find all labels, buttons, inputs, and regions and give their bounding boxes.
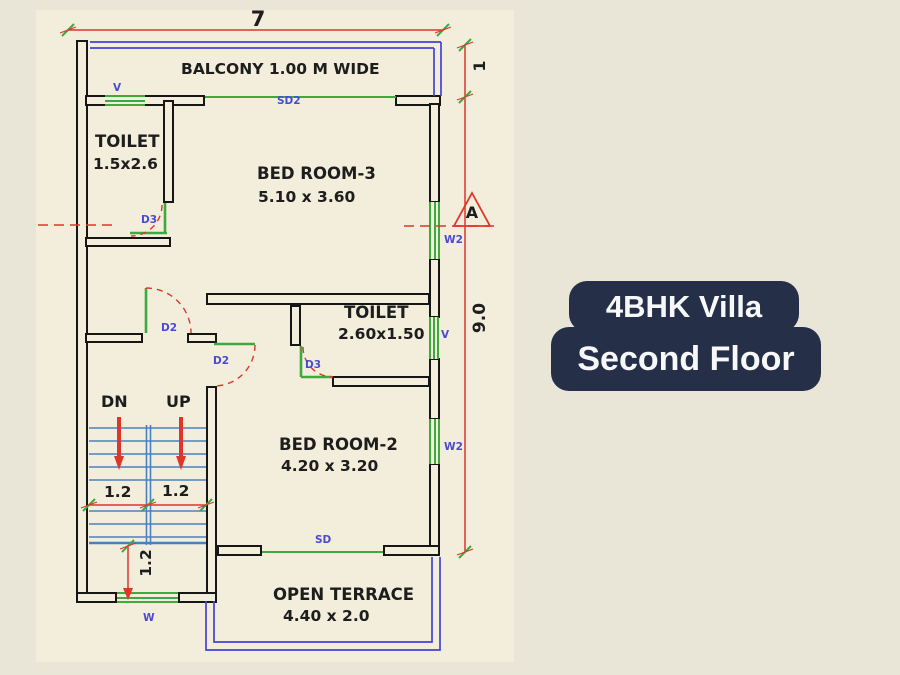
wall-bedroom2-bottom — [217, 545, 262, 556]
wall-hall — [85, 333, 143, 343]
wall-toilet1-bottom — [85, 237, 171, 247]
balcony-border — [90, 41, 442, 96]
balcony-label: BALCONY 1.00 M WIDE — [181, 60, 380, 78]
opening-label-sd2: SD2 — [277, 95, 301, 107]
opening-label-d3-toilet2: D3 — [305, 359, 322, 371]
wall-toilet2-left — [290, 305, 301, 346]
door-arcs — [130, 204, 334, 387]
wall-stair-bottom — [178, 592, 217, 603]
window-w-bottom — [117, 592, 178, 603]
bedroom2-label: BED ROOM-2 — [279, 435, 398, 454]
window-vent-right — [429, 317, 439, 359]
wall-stub — [187, 333, 217, 343]
opening-label-d2-bedroom2: D2 — [213, 355, 230, 367]
wall-segment — [395, 95, 441, 106]
toilet1-label: TOILET — [95, 132, 160, 151]
opening-label-w2-lower: W2 — [444, 441, 463, 453]
wall-stair-bottom — [76, 592, 117, 603]
title-line2: Second Floor — [577, 339, 795, 378]
stair-up-label: UP — [166, 392, 191, 411]
dim-stair-landing: 1.2 — [137, 549, 156, 577]
wall-toilet1-right — [163, 100, 174, 203]
section-marker-label: A — [465, 203, 479, 222]
title-badge-line2: Second Floor — [551, 327, 821, 391]
bedroom3-label: BED ROOM-3 — [257, 164, 376, 183]
opening-label-sd: SD — [315, 534, 332, 546]
wall-bedroom3-bottom — [206, 293, 430, 305]
stair-treads — [89, 425, 206, 545]
opening-label-v-top: V — [113, 82, 122, 94]
terrace-border — [205, 557, 441, 651]
door-arc-d2-bedroom2 — [213, 344, 256, 387]
door-arc-d2-hall — [145, 287, 192, 334]
dim-balcony-depth: 1 — [469, 60, 489, 72]
dimension-ticks — [59, 23, 474, 559]
window-vent-top — [105, 95, 145, 106]
dim-total-depth: 9.0 — [470, 302, 491, 334]
opening-label-v-right: V — [441, 329, 450, 341]
section-line — [38, 191, 497, 227]
terrace-label: OPEN TERRACE — [273, 585, 415, 604]
title-badge-line1: 4BHK Villa — [569, 281, 799, 332]
toilet2-label: TOILET — [344, 303, 409, 322]
terrace-size: 4.40 x 2.0 — [283, 607, 370, 625]
bedroom2-size: 4.20 x 3.20 — [281, 457, 379, 475]
opening-lines — [205, 96, 396, 553]
title-line1: 4BHK Villa — [605, 288, 763, 324]
opening-label-d2-hall: D2 — [161, 322, 178, 334]
dim-stair-left: 1.2 — [104, 483, 132, 501]
opening-label-w2-upper: W2 — [444, 234, 463, 246]
door-arc-d3-toilet2 — [302, 346, 334, 378]
bedroom3-size: 5.10 x 3.60 — [258, 188, 356, 206]
dim-top-width: 7 — [250, 7, 266, 31]
dim-stair-right: 1.2 — [162, 482, 190, 500]
window-w2-lower — [429, 419, 440, 464]
opening-label-w-bottom: W — [143, 612, 155, 624]
toilet1-size: 1.5x2.6 — [93, 155, 158, 173]
stair-dn-label: DN — [101, 392, 128, 411]
wall-toilet2-bottom — [332, 376, 430, 387]
opening-label-d3-toilet1: D3 — [141, 214, 158, 226]
wall-bedroom2-bottom — [383, 545, 440, 556]
stair-arrows — [114, 417, 186, 600]
door-leaves — [130, 203, 332, 379]
window-w2-upper — [429, 202, 440, 259]
door-arc-d3-toilet1 — [130, 204, 163, 237]
toilet2-size: 2.60x1.50 — [338, 325, 425, 343]
section-triangle — [452, 191, 492, 227]
